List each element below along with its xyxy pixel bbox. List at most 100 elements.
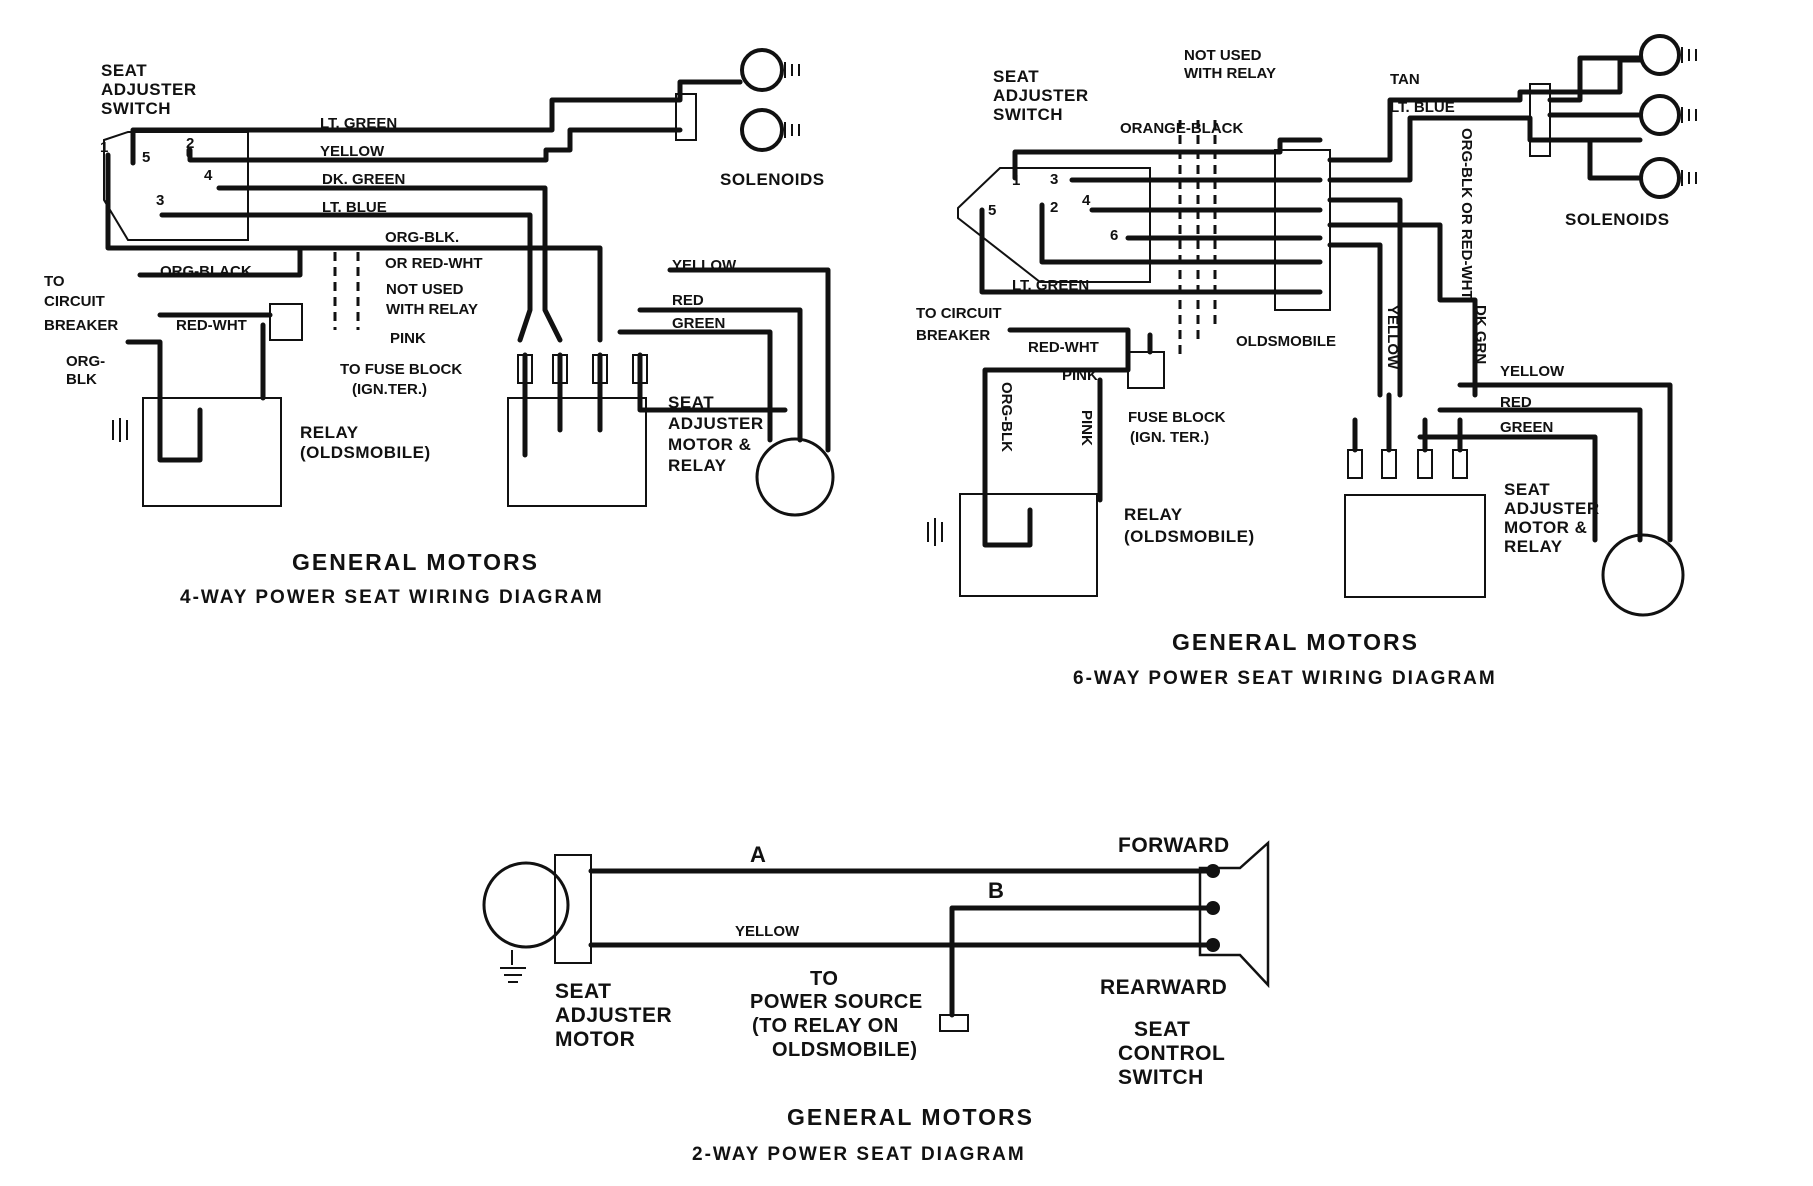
label-fuse-block-4way-1: TO FUSE BLOCK [340,361,462,378]
label-red-wht-6way: RED-WHT [1028,339,1099,356]
wire-orange-black-6way [1012,137,1323,181]
switch-label-2way-2: CONTROL [1118,1042,1225,1065]
seat-adjuster-motor-2way [482,861,570,949]
solenoid-3-6way [1639,157,1697,199]
solenoid-1-6way [1639,34,1697,76]
solenoid-2-6way [1639,94,1697,136]
label-yellow-2way: YELLOW [735,923,800,940]
connector-6way [1529,83,1551,157]
fuse-4-4way [632,354,648,384]
label-fuse-block-6way-1: FUSE BLOCK [1128,409,1226,426]
wire-b-2way [949,905,1211,1018]
forward-label: FORWARD [1118,834,1230,857]
seat-control-switch-2way[interactable] [1198,840,1270,989]
relay-box-4way [142,397,282,507]
fuse-3-6way [1417,449,1433,479]
label-fuse-block-6way-2: (IGN. TER.) [1130,429,1209,446]
wire-org-blk-4way [105,152,603,343]
subtitle-2way: 2-WAY POWER SEAT DIAGRAM [692,1144,1026,1165]
label-wire-b: B [988,878,1004,903]
solenoid-feeds-6way [1547,55,1643,181]
forward-terminal [1206,864,1220,878]
relay-wires-6way [982,327,1153,548]
switch-label-4way-line3: SWITCH [101,99,171,118]
motor-label-6way-4: RELAY [1504,537,1563,556]
relay-label-4way-2: (OLDSMOBILE) [300,443,431,462]
seat-adjuster-motor-6way [1601,533,1685,617]
label-red-6way: RED [1500,394,1532,411]
connector-4way [675,93,697,141]
label-not-used-4way-2: WITH RELAY [386,301,478,318]
rearward-label: REARWARD [1100,976,1227,999]
relay-wires-4way [125,312,273,463]
label-org-black-4way: ORG-BLACK [160,263,252,280]
wire-lt-green-4way [130,79,743,166]
wire-2-6way [1039,202,1323,265]
switch-label-6way-line2: ADJUSTER [993,86,1089,105]
motor-wires-4way [617,267,831,453]
motor-label-6way-3: MOTOR & [1504,518,1587,537]
relay-label-6way-2: (OLDSMOBILE) [1124,527,1255,546]
wire-lt-blue-6way [1327,115,1643,183]
wire-org-black-4way [137,245,303,278]
solenoids-label-4way: SOLENOIDS [720,170,825,189]
terminal-2-6way: 2 [1050,199,1058,216]
solenoid-1-4way [697,48,800,92]
switch-label-2way-3: SWITCH [1118,1066,1204,1089]
label-lt-green-6way: LT. GREEN [1012,277,1089,294]
diagram-2way: A B YELLOW SEAT ADJUSTER MOTOR TO POWER … [482,834,1270,1165]
motor-label-4way-3: MOTOR & [668,435,751,454]
label-lt-blue-4way: LT. BLUE [322,199,387,216]
label-or-red-wht-4way: OR RED-WHT [385,255,483,272]
motor-label-4way-2: ADJUSTER [668,414,764,433]
seat-adjuster-switch-6way [957,167,1151,283]
label-not-used-4way-1: NOT USED [386,281,464,298]
fuse-2-6way [1381,449,1397,479]
label-org-blk-short-2: BLK [66,371,97,388]
label-orange-black-6way: ORANGE-BLACK [1120,120,1243,137]
terminal-4-6way: 4 [1082,192,1091,209]
label-yellow-4way: YELLOW [320,143,385,160]
label-red-wht-4way: RED-WHT [176,317,247,334]
switch-label-2way-1: SEAT [1134,1018,1190,1041]
fuse-3-4way [592,354,608,384]
terminal-4-label: 4 [204,167,213,184]
label-fuse-block-4way-2: (IGN.TER.) [352,381,427,398]
ground-icon-relay-6way [927,518,943,546]
motor-label-2way-1: SEAT [555,980,611,1003]
subtitle-4way: 4-WAY POWER SEAT WIRING DIAGRAM [180,587,604,608]
fuse-2-4way [552,354,568,384]
label-red-4way: RED [672,292,704,309]
motor-label-6way-1: SEAT [1504,480,1550,499]
label-to-circuit-breaker-3: BREAKER [44,317,118,334]
wire-dk-grn-6way [1327,222,1478,398]
label-yellow-motor-4way: YELLOW [672,257,737,274]
center-terminal [1206,901,1220,915]
label-yellow-6way: YELLOW [1500,363,1565,380]
relay-connector-6way [1127,351,1165,389]
power-label-4: OLDSMOBILE) [772,1039,918,1061]
wire-not-used-6way [1178,120,1217,360]
connector-bank-6way [1274,149,1331,311]
terminal-5-6way: 5 [988,202,996,219]
ground-icon-2way [500,950,526,983]
seat-adjuster-switch-4way [103,131,249,241]
motor-relay-wires-4way [522,352,788,458]
power-label-2: POWER SOURCE [750,991,923,1013]
diagram-6way: SEAT ADJUSTER SWITCH 1 3 5 2 4 6 [916,34,1697,689]
label-lt-green-4way: LT. GREEN [320,115,397,132]
terminal-1-label: 1 [100,139,108,156]
label-org-blk-or-red-wht-6way: ORG-BLK OR RED-WHT [1458,128,1475,300]
wire-yellow-v-6way [1327,197,1403,398]
motor-label-6way-2: ADJUSTER [1504,499,1600,518]
label-to-circuit-breaker-6way-1: TO CIRCUIT [916,305,1002,322]
label-oldsmobile-6way: OLDSMOBILE [1236,333,1336,350]
label-lt-blue-6way: LT. BLUE [1390,99,1455,116]
label-tan-6way: TAN [1390,71,1420,88]
solenoids-label-6way: SOLENOIDS [1565,210,1670,229]
label-green-6way: GREEN [1500,419,1553,436]
motor-connector-2way [554,854,592,964]
terminal-5-label: 5 [142,149,150,166]
label-wire-a: A [750,842,766,867]
label-dk-green-4way: DK. GREEN [322,171,405,188]
